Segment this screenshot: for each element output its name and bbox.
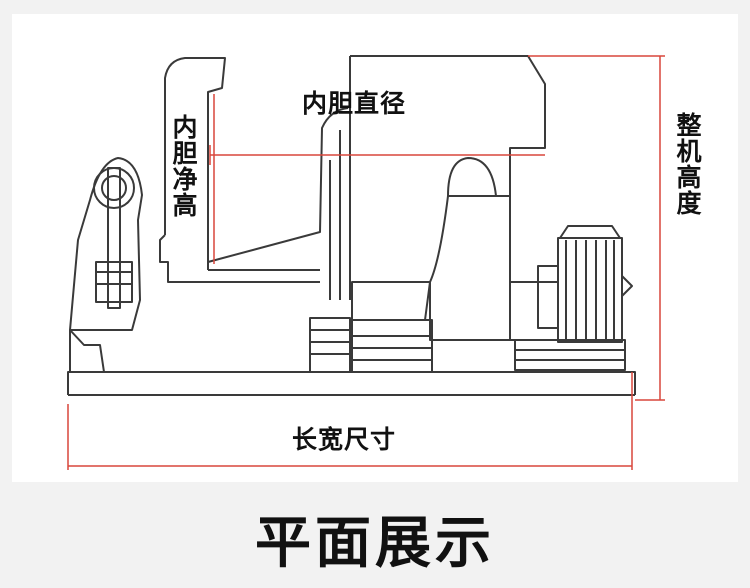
drawing-panel: [12, 14, 738, 482]
label-length-width: 长宽尺寸: [292, 425, 397, 454]
motor: [509, 225, 633, 371]
inner-drum: [159, 57, 349, 283]
dimension-line-overall-height: [528, 55, 665, 401]
dimension-line-inner-diameter: [209, 145, 545, 165]
left-bearing-stand: [69, 157, 143, 373]
outer-housing: [329, 55, 546, 300]
shaft-housing: [351, 157, 511, 341]
label-inner-clear-height: 内胆净高: [169, 114, 198, 218]
label-inner-diameter: 内胆直径: [302, 89, 407, 118]
label-overall-height: 整机高度: [673, 112, 702, 216]
dimension-line-length-width: [67, 372, 633, 470]
transmission-block: [309, 317, 433, 373]
footer-title: 平面展示: [255, 510, 495, 576]
machine-base: [67, 371, 636, 396]
